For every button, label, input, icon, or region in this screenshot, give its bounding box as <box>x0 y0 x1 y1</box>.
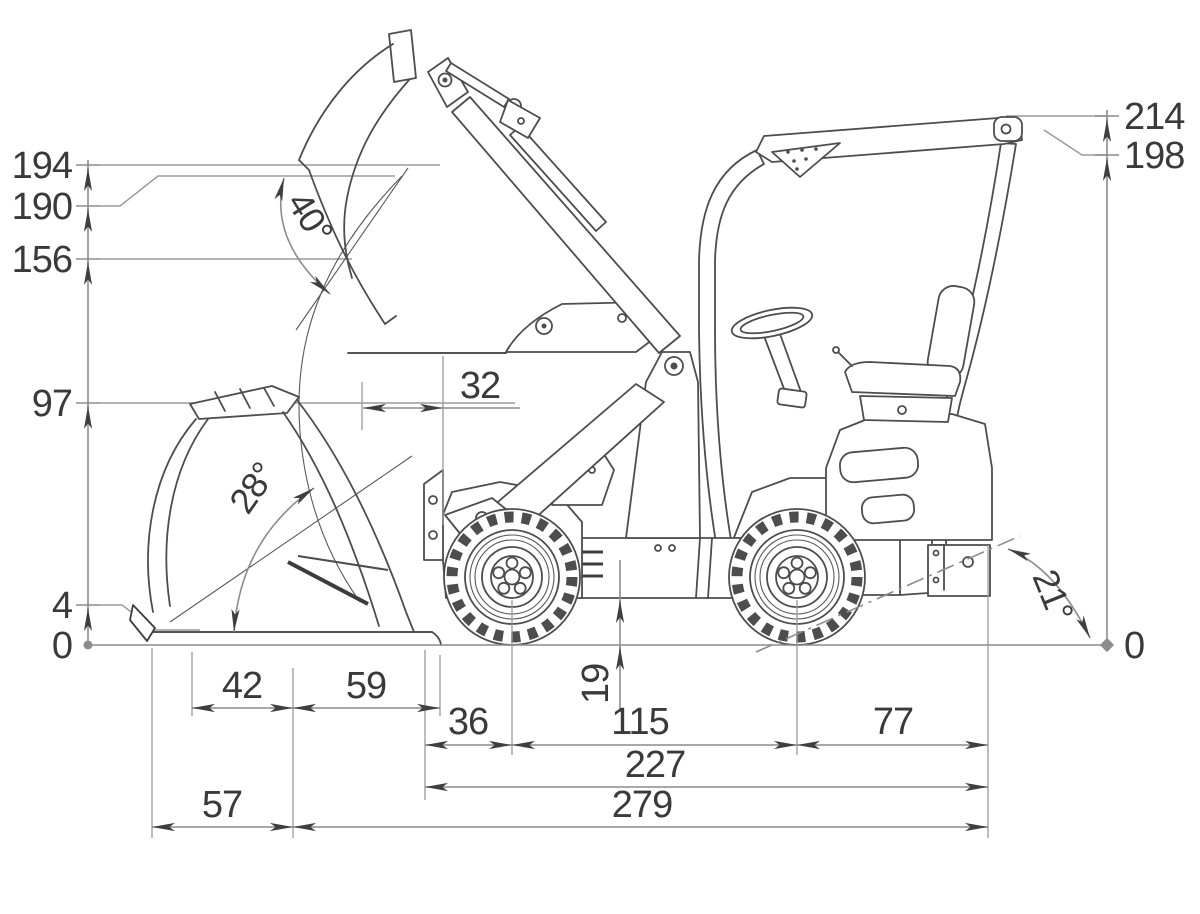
right-height-scale: 214 198 0 <box>1095 96 1186 667</box>
dim-label-198: 198 <box>1124 135 1184 177</box>
steering-wheel <box>730 306 814 340</box>
rear-wheel-lug-bolts <box>777 556 817 595</box>
dim-label-32: 32 <box>460 365 500 407</box>
hood-vent-lower <box>860 493 916 525</box>
gusset-rivets <box>786 147 818 171</box>
dim-label-279: 279 <box>612 784 672 826</box>
bucket-cutting-edge-ground <box>129 604 156 642</box>
dump-angle: 40° <box>274 177 341 295</box>
attach-plate <box>427 57 469 108</box>
operator-seat <box>832 285 976 423</box>
left-height-scale: 194 190 156 97 4 0 <box>12 145 100 667</box>
hood-vent-upper <box>839 446 919 484</box>
clearance-dimension: 19 <box>575 560 625 712</box>
pivot-cross-mark <box>287 555 389 606</box>
bucket-cutting-edge-raised <box>388 29 417 83</box>
roof-rear-cap <box>993 116 1023 142</box>
steering-assembly <box>730 306 814 409</box>
dim-label-97: 97 <box>32 383 72 425</box>
boom-raised <box>451 96 681 354</box>
length-dimensions: 42 59 36 115 77 227 57 279 <box>152 665 988 832</box>
dim-label-36: 36 <box>448 701 488 743</box>
dim-label-214: 214 <box>1124 96 1185 138</box>
dim-label-194: 194 <box>12 145 73 187</box>
angle-label-21: 21° <box>1025 564 1082 627</box>
bucket-on-ground <box>129 385 442 646</box>
seat-cushion <box>844 361 962 397</box>
dim-label-77: 77 <box>873 701 913 743</box>
dim-label-190: 190 <box>12 186 72 228</box>
quick-hitch-plate <box>423 469 444 561</box>
angle-label-28: 28° <box>221 455 284 521</box>
link-bar <box>445 62 510 108</box>
dim-label-227: 227 <box>625 744 685 786</box>
zero-marker-right <box>1099 637 1115 653</box>
dim-label-19: 19 <box>575 664 617 704</box>
front-wheel-lug-bolts <box>492 556 532 595</box>
tilt-cylinder <box>509 125 607 232</box>
dim-label-59: 59 <box>346 665 386 707</box>
dim-label-0-left: 0 <box>52 625 72 667</box>
reach-dimension: 32 <box>361 356 520 525</box>
dim-label-156: 156 <box>12 239 72 281</box>
spill-guard <box>189 385 300 420</box>
dim-label-115: 115 <box>611 701 669 743</box>
dim-label-57: 57 <box>202 784 242 826</box>
bottom-extension-lines <box>151 545 989 838</box>
rollback-angle: 28° <box>221 455 315 633</box>
dim-label-4: 4 <box>52 585 73 627</box>
zero-marker-left <box>83 640 93 650</box>
dim-label-0-right: 0 <box>1124 625 1144 667</box>
bucket-raised-dumping <box>298 29 417 325</box>
dim-label-42: 42 <box>222 665 262 707</box>
